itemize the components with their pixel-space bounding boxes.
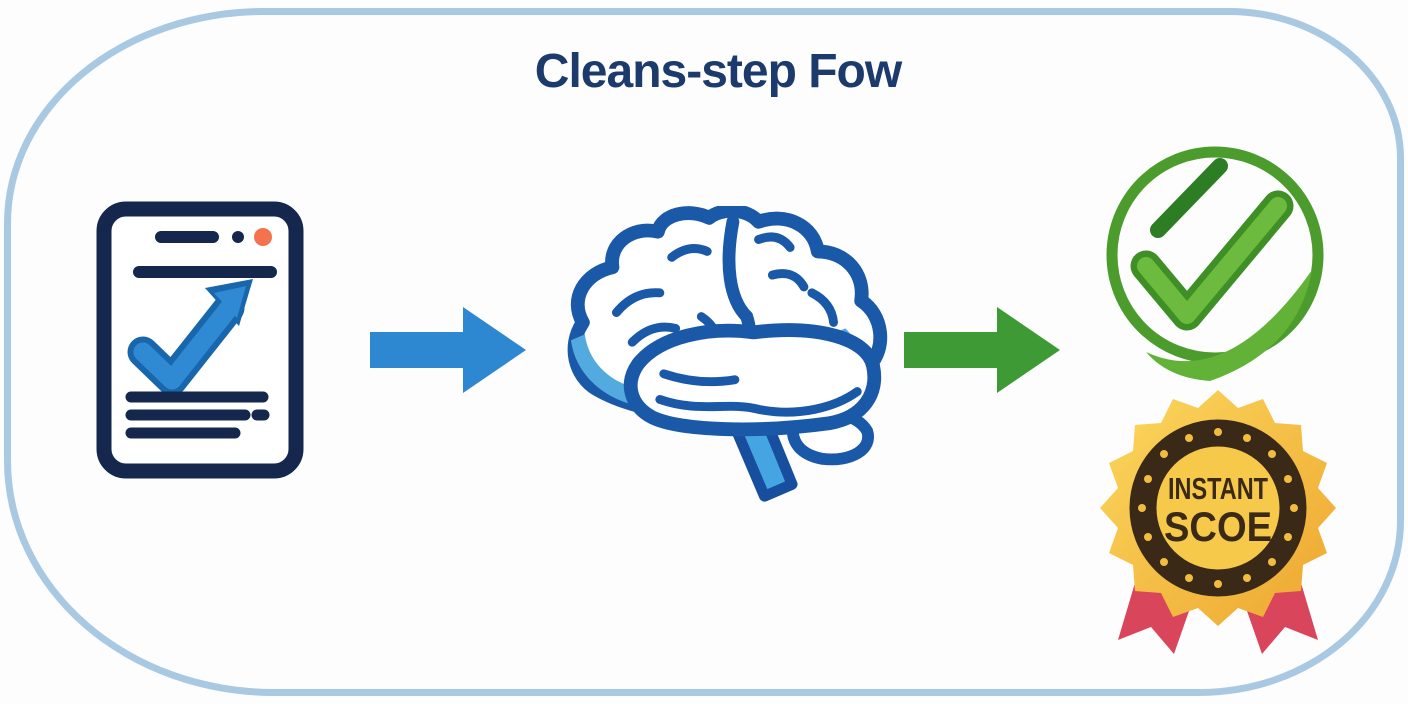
badge-ring-dots: [1138, 428, 1298, 588]
rounded-container-border: [4, 8, 1404, 696]
brain-icon-svg: [567, 206, 888, 502]
brain-accent-left: [571, 334, 641, 406]
brain-lower-lobe: [623, 323, 882, 437]
badge-svg: INSTANT SCOE: [1100, 390, 1336, 654]
flow-arrow-2: [902, 300, 1062, 400]
trend-arrow: [127, 279, 253, 396]
badge-text-line2: SCOE: [1164, 503, 1272, 550]
check-swoosh: [1146, 270, 1312, 381]
badge-text-line1: INSTANT: [1168, 471, 1268, 506]
check-circle-icon: [1098, 138, 1338, 388]
check-circle-svg: [1106, 146, 1324, 381]
check-big-tick: [1137, 197, 1287, 324]
arrow-shape: [904, 307, 1060, 393]
page-title: Cleans-step Fow: [534, 45, 902, 98]
instant-score-badge: INSTANT SCOE: [1096, 386, 1340, 664]
brain-icon: [558, 206, 890, 512]
arrow-shape: [370, 307, 526, 393]
document-dot-orange: [254, 228, 272, 246]
right-arrow-icon: [370, 307, 526, 393]
check-small-tick: [1150, 158, 1228, 238]
right-arrow-icon: [904, 307, 1060, 393]
brain-lobe-folds: [655, 369, 862, 417]
document-dot-navy: [232, 231, 244, 243]
document-trend-arrow-icon: [95, 200, 305, 480]
flow-arrow-1: [368, 300, 528, 400]
document-icon-svg: [96, 201, 304, 479]
